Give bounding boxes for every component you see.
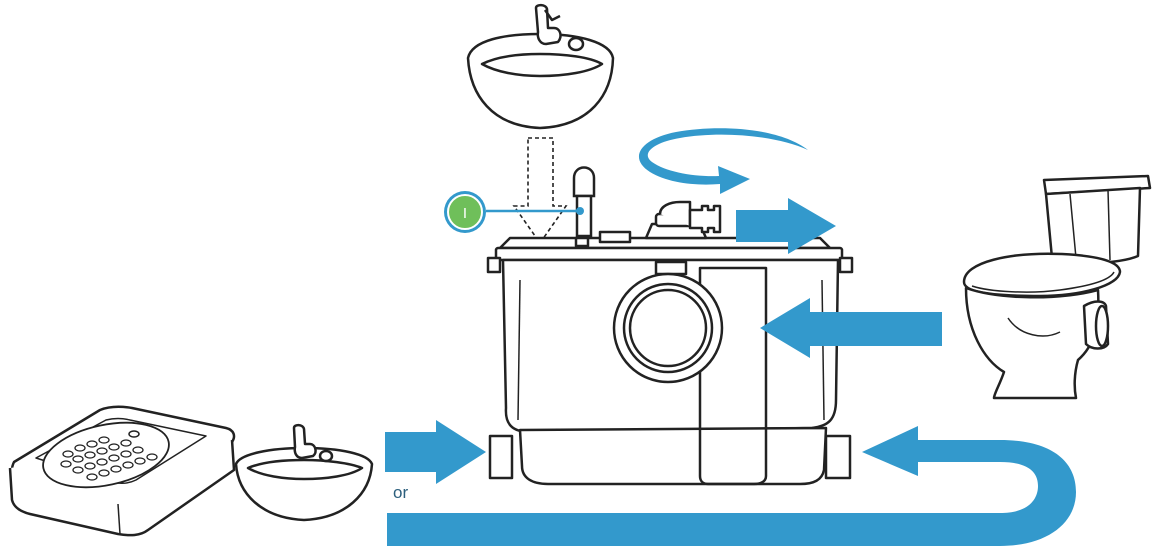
badge-leader-line bbox=[486, 207, 584, 215]
drain-holes bbox=[60, 436, 158, 481]
callout-badge: I bbox=[444, 191, 486, 233]
outlet-arrow bbox=[736, 198, 836, 254]
basin-inlet-arrow bbox=[385, 420, 486, 484]
vent-valve-icon bbox=[572, 166, 596, 238]
badge-label: I bbox=[463, 205, 467, 222]
dashed-flow-arrow bbox=[512, 137, 568, 245]
small-basin-icon bbox=[234, 423, 374, 522]
toilet-inlet-arrow bbox=[760, 298, 942, 358]
rotation-arrow bbox=[638, 128, 808, 194]
return-u-arrow bbox=[387, 426, 1076, 546]
toilet-icon bbox=[962, 174, 1152, 400]
discharge-elbow-icon bbox=[644, 200, 722, 240]
or-label: or bbox=[393, 483, 408, 502]
shower-tray-icon bbox=[8, 405, 236, 537]
pump-unit-icon bbox=[486, 230, 854, 486]
washbasin-icon bbox=[466, 3, 615, 130]
